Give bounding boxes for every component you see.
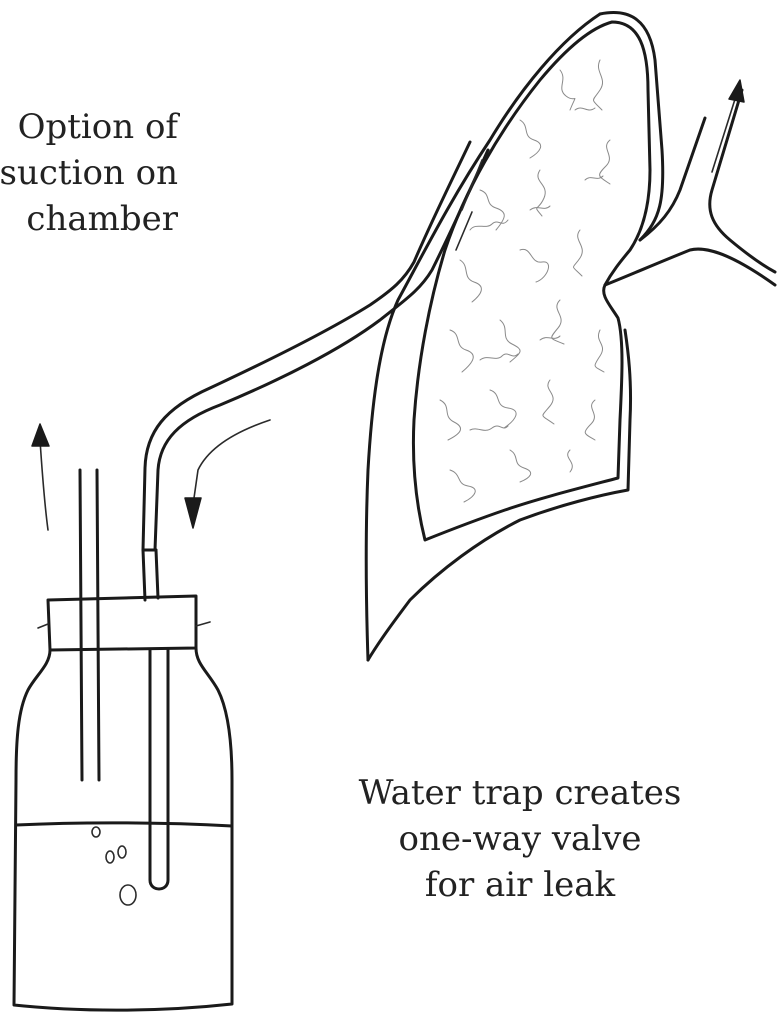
airway [605,80,775,285]
suction-label-line-3: chamber [0,196,178,242]
water-trap-label-line-2: one-way valve [330,816,710,862]
submerged-tube [150,650,168,889]
water-trap-label: Water trap creates one-way valve for air… [330,770,710,908]
suction-port [32,424,99,780]
suction-arrow-head [32,424,49,446]
water-level [16,823,232,826]
suction-arrow [40,440,48,530]
drainage-flow-arrow-head [185,498,201,528]
suction-option-label: Option of suction on chamber [0,104,178,242]
bottle-cap [48,596,196,650]
suction-label-line-1: Option of [0,104,178,150]
airflow-arrow-head [729,80,744,102]
air-bubbles [92,827,136,905]
bottle-body [14,648,232,1010]
lung-tissue-texture [440,60,610,502]
drainage-flow-arrow [193,420,270,505]
water-trap-label-line-1: Water trap creates [330,770,710,816]
chest-wall [366,13,663,660]
airflow-arrow [712,96,736,172]
chest-drain-tube [143,142,488,550]
underwater-seal-bottle [14,550,232,1010]
water-trap-label-line-3: for air leak [330,862,710,908]
suction-label-line-2: suction on [0,150,178,196]
